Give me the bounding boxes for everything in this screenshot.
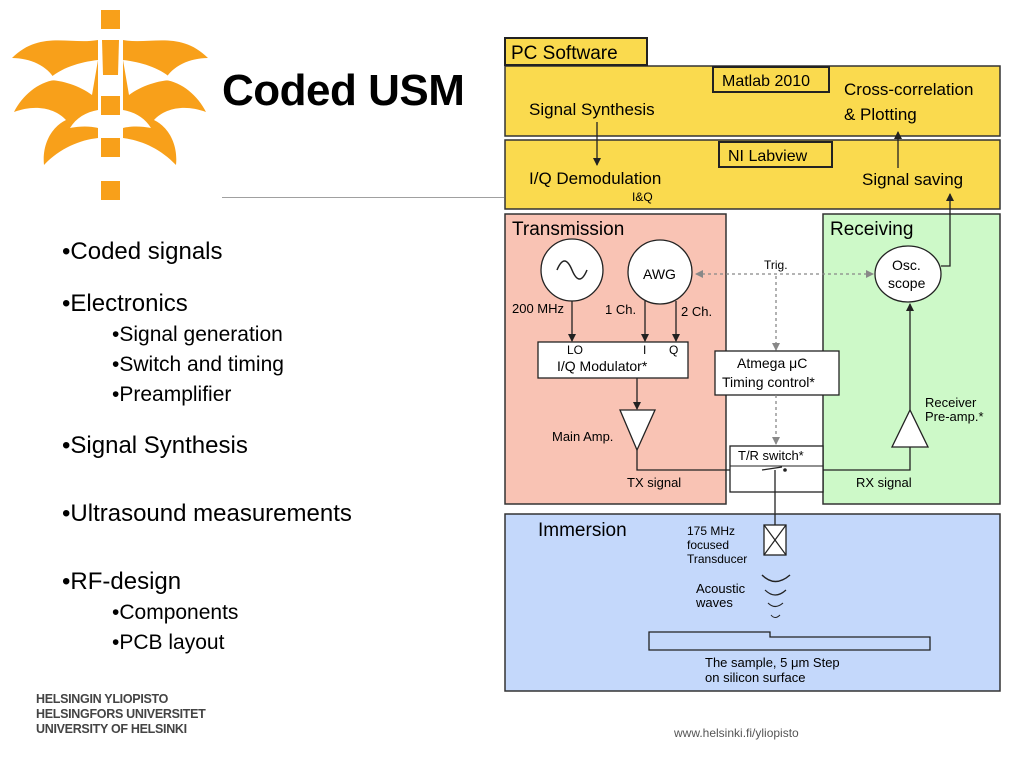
tr-switch-label: T/R switch* bbox=[738, 448, 804, 463]
rx-signal-wire bbox=[786, 447, 911, 471]
transmission-label: Transmission bbox=[512, 219, 624, 240]
cross-correlation-label: Cross-correlation bbox=[844, 80, 973, 99]
pc-software-label-box bbox=[504, 37, 648, 66]
acoustic-wave-2 bbox=[764, 589, 787, 596]
sine-wave-icon bbox=[556, 260, 588, 280]
university-name: HELSINGIN YLIOPISTO HELSINGFORS UNIVERSI… bbox=[36, 692, 206, 737]
immersion-panel bbox=[504, 513, 1001, 692]
q-label: Q bbox=[669, 343, 678, 357]
bullet-signal-synthesis: •Signal Synthesis bbox=[62, 432, 248, 459]
university-flame-logo bbox=[12, 10, 208, 200]
plotting-label: & Plotting bbox=[844, 105, 917, 124]
iq-label: I&Q bbox=[632, 190, 653, 204]
main-amp-triangle bbox=[619, 409, 657, 452]
university-name-sv: HELSINGFORS UNIVERSITET bbox=[36, 707, 206, 721]
tx-signal-label: TX signal bbox=[627, 475, 681, 490]
acoustic-wave-3 bbox=[767, 602, 784, 608]
ch2-label: 2 Ch. bbox=[681, 304, 712, 319]
scope-label: scope bbox=[888, 275, 926, 291]
bullet-ultrasound-measurements: •Ultrasound measurements bbox=[62, 500, 352, 527]
iq-demodulation-label: I/Q Demodulation bbox=[529, 169, 661, 188]
preamp-label: Pre-amp.* bbox=[925, 409, 984, 424]
osc-label: Osc. bbox=[892, 257, 921, 273]
lo-label: LO bbox=[567, 343, 583, 357]
oscilloscope-symbol bbox=[874, 245, 942, 303]
pc-software-label: PC Software bbox=[511, 43, 618, 64]
i-label: I bbox=[643, 343, 646, 357]
transducer-focused-label: focused bbox=[687, 538, 729, 552]
trig-label: Trig. bbox=[764, 258, 788, 272]
waves-label: waves bbox=[695, 595, 733, 610]
tr-switch-node bbox=[783, 468, 787, 472]
sample-step bbox=[648, 631, 931, 651]
bullet-electronics: •Electronics bbox=[62, 290, 188, 317]
surface-label: on silicon surface bbox=[705, 670, 805, 685]
bullet-components: •Components bbox=[112, 601, 239, 624]
signal-saving-label: Signal saving bbox=[862, 170, 963, 189]
awg-label: AWG bbox=[643, 266, 676, 282]
acoustic-wave-1 bbox=[761, 574, 791, 583]
tr-switch-box bbox=[729, 445, 824, 493]
university-name-en: UNIVERSITY OF HELSINKI bbox=[36, 722, 187, 736]
rx-signal-label: RX signal bbox=[856, 475, 912, 490]
university-name-fi: HELSINGIN YLIOPISTO bbox=[36, 692, 169, 706]
atmega-label: Atmega μC bbox=[737, 355, 807, 371]
iq-modulator-label: I/Q Modulator* bbox=[557, 358, 648, 374]
system-block-diagram: PC Software Matlab 2010 Signal Synthesis… bbox=[504, 37, 1001, 692]
matlab-box bbox=[712, 66, 830, 93]
footer-url: www.helsinki.fi/yliopisto bbox=[674, 726, 799, 740]
labview-box bbox=[718, 141, 833, 168]
osc-to-saving-wire bbox=[941, 193, 954, 267]
timing-control-box bbox=[714, 350, 840, 396]
bullet-coded-signals: •Coded signals bbox=[62, 238, 223, 265]
bullet-switch-timing: •Switch and timing bbox=[112, 353, 284, 376]
iq-modulator-box bbox=[537, 341, 689, 379]
freq-200-label: 200 MHz bbox=[512, 301, 564, 316]
transducer-cross-2 bbox=[763, 524, 787, 556]
awg-symbol bbox=[627, 239, 693, 305]
timing-control-label: Timing control* bbox=[722, 374, 815, 390]
acoustic-label: Acoustic bbox=[696, 581, 746, 596]
bullet-list: •Coded signals •Electronics •Signal gene… bbox=[62, 236, 352, 658]
sample-label: The sample, 5 μm Step bbox=[705, 655, 840, 670]
receiving-label: Receiving bbox=[830, 219, 913, 240]
transducer-freq-label: 175 MHz bbox=[687, 524, 735, 538]
labview-label: NI Labview bbox=[728, 148, 808, 165]
signal-synthesis-label: Signal Synthesis bbox=[529, 100, 655, 119]
bullet-pcb-layout: •PCB layout bbox=[112, 631, 225, 654]
tr-switch-contact bbox=[761, 466, 783, 471]
main-amp-label: Main Amp. bbox=[552, 429, 613, 444]
slide-title: Coded USM bbox=[222, 66, 465, 115]
bullet-signal-generation: •Signal generation bbox=[112, 323, 283, 346]
bullet-rf-design: •RF-design bbox=[62, 568, 182, 595]
immersion-label: Immersion bbox=[538, 520, 627, 541]
title-divider bbox=[222, 197, 504, 198]
receiver-label: Receiver bbox=[925, 395, 977, 410]
bullet-preamplifier: •Preamplifier bbox=[112, 383, 232, 406]
ch1-label: 1 Ch. bbox=[605, 302, 636, 317]
acoustic-wave-4 bbox=[770, 614, 781, 618]
matlab-label: Matlab 2010 bbox=[722, 73, 810, 90]
tx-signal-wire bbox=[636, 450, 762, 471]
transducer-label: Transducer bbox=[687, 552, 747, 566]
